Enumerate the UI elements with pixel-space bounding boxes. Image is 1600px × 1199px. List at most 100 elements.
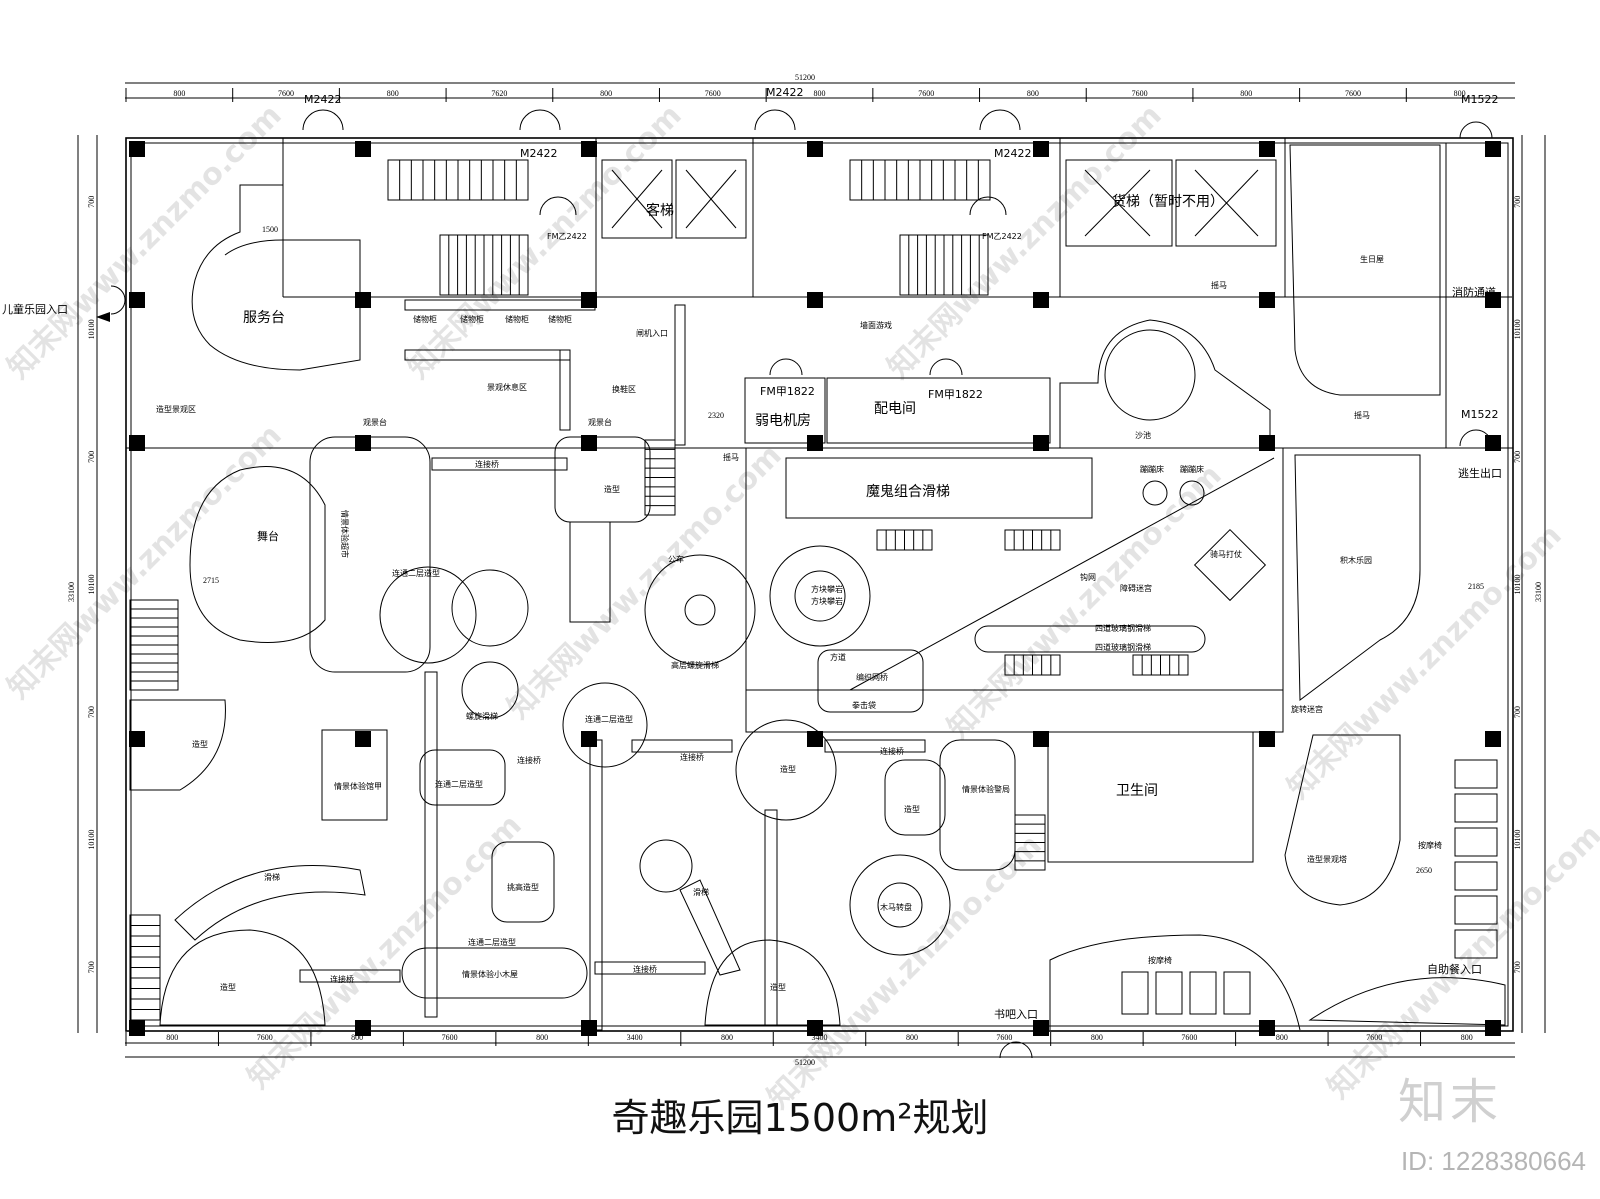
room-label: 情景体验超市 [340,510,350,558]
dim-segment: 7600 [705,89,721,98]
dim-segment: 800 [1240,89,1252,98]
dim-total-top: 51200 [795,73,815,82]
dim-segment: 700 [1513,706,1522,718]
room-label: 闸机入口 [636,328,668,338]
dim-segment: 700 [87,706,96,718]
room-label: 连接桥 [680,752,704,762]
dim-segment: 7600 [1181,1033,1197,1042]
room-label: 造型 [604,484,620,494]
column [129,435,145,451]
room-label: 造型 [220,982,236,992]
room-label: 卫生间 [1116,783,1158,799]
dim-segment: 10100 [1513,575,1522,595]
room-label: 高层螺旋滑梯 [671,660,719,670]
room-label: 书吧入口 [994,1008,1038,1021]
freight-elevator: 货梯（暂时不用） [1065,159,1277,247]
room-label: 蹦蹦床 [1140,464,1164,474]
watermark: 知末网www.znzmo.com [761,828,1049,1116]
column [1033,731,1049,747]
room-label: 拳击袋 [852,700,876,710]
room-label: 木马转盘 [880,902,912,912]
room-label: 积木乐园 [1340,555,1372,565]
room-label: 旋转迷宫 [1291,704,1323,714]
column [1259,1020,1275,1036]
dim-segment: 700 [87,961,96,973]
door-code: M2422 [766,86,804,99]
column [581,435,597,451]
massage-chair [1454,793,1498,823]
room-label: 连接桥 [475,459,499,469]
dim-segment: 800 [906,1033,918,1042]
room-label: 服务台 [243,310,285,326]
dim-inner: 2715 [203,576,219,585]
watermark: 知末网www.znzmo.com [881,98,1169,386]
room-label: 方道 [830,652,846,662]
column [355,435,371,451]
column [1033,141,1049,157]
column [1259,731,1275,747]
dim-inner: 2320 [708,411,724,420]
room-label: 造型景观塔 [1307,854,1347,864]
dim-segment: 800 [1461,1033,1473,1042]
room-label: 摇马 [1354,410,1370,420]
dim-segment: 7620 [491,89,507,98]
room-label: 造型 [192,739,208,749]
massage-chair [1155,971,1183,1015]
dim-segment: 700 [87,451,96,463]
column [355,1020,371,1036]
door-code: FM乙2422 [982,232,1022,241]
dimension-lines [77,82,1546,1058]
room-label: 客梯 [646,202,674,219]
door-code: M1522 [1461,93,1499,106]
room-label: 观景台 [363,417,387,427]
door-code: M2422 [304,93,342,106]
door-code: FM甲1822 [928,388,983,401]
room-label: 连接桥 [517,755,541,765]
room-label: 滑梯 [264,872,280,882]
dim-segment: 800 [351,1033,363,1042]
dim-segment: 700 [87,196,96,208]
room-label: 连接桥 [633,964,657,974]
watermark: 知末网www.znzmo.com [401,98,689,386]
room-label: 骑马打仗 [1210,549,1242,559]
doors: M2422 M2422 M2422 M2422 M1522 M1522 FM乙2… [110,86,1499,1059]
room-label: 储物柜 [505,314,529,324]
massage-chair [1454,759,1498,789]
room-label: 连接桥 [330,974,354,984]
room-label: 逃生出口 [1458,466,1502,480]
column [129,1020,145,1036]
column [581,141,597,157]
room-label: 储物柜 [413,314,437,324]
column [581,1020,597,1036]
room-label: 方块攀岩 [811,584,843,594]
room-label: 滑梯 [693,887,709,897]
watermark: 知末网www.znzmo.com [241,808,529,1096]
room-label: 墙面游戏 [860,320,892,330]
dim-right-total: 33100 [1534,582,1543,602]
room-label: 摇马 [723,452,739,462]
column [1485,1020,1501,1036]
kid-entrance-label: 儿童乐园入口 [2,302,68,316]
door-code: M2422 [520,147,558,160]
dim-left-total: 33100 [67,582,76,602]
room-label: 情景体验馆甲 [334,781,382,791]
dim-segment: 7600 [278,89,294,98]
dim-segment: 7600 [918,89,934,98]
room-label: 景观休息区 [487,382,527,392]
dim-segment: 800 [1276,1033,1288,1042]
column [355,731,371,747]
column [807,292,823,308]
dim-segment: 3400 [812,1033,828,1042]
column [807,1020,823,1036]
column [1485,731,1501,747]
dim-segment: 800 [166,1033,178,1042]
dim-segment: 800 [387,89,399,98]
watermark-layer: 知末网www.znzmo.com 知末网www.znzmo.com 知末网www… [1,98,1600,1116]
room-label: 挑高造型 [507,882,539,892]
passenger-elevator: 客梯 [601,159,747,239]
massage-chair [1454,827,1498,857]
image-id: ID: 1228380664 [1400,1146,1586,1176]
